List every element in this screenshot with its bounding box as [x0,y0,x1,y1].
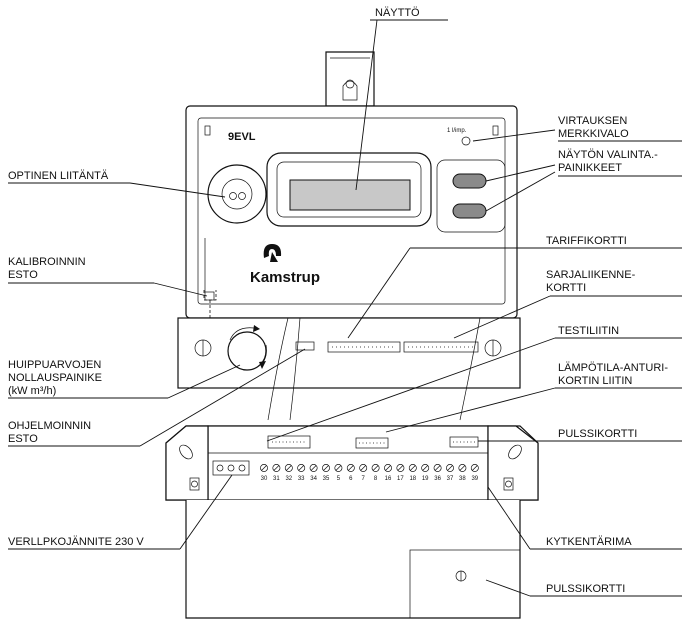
terminal-screw [470,464,479,472]
label-flow-led-line2: MERKKIVALO [558,128,629,140]
terminal-number: 39 [471,476,478,482]
terminal-screw-slot [323,465,329,471]
terminal-screw [384,464,392,472]
terminal-screw-slot [422,465,428,471]
terminal-screw [446,464,454,472]
impulse-rate-text: 1 l/imp. [447,128,467,134]
terminal-screw [458,464,467,472]
terminal-screw [371,464,380,472]
model-name: 9EVL [228,131,256,143]
label-pulse-card-lower: PULSSIKORTTI [546,583,625,595]
terminal-number: 33 [298,476,305,482]
terminal-number: 7 [362,476,366,482]
terminal-screw-slot [298,465,304,471]
label-temp-sensor-line1: LÄMPÖTILA-ANTURI- [558,362,668,374]
terminal-number: 34 [310,476,317,482]
label-optical-interface: OPTINEN LIITÄNTÄ [8,170,109,182]
terminal-screw [322,464,330,472]
label-flow-led-line1: VIRTAUKSEN [558,115,627,127]
terminal-screw-slot [348,465,354,471]
terminal-screw [433,464,442,472]
terminal-screws [260,464,479,472]
terminal-number: 5 [337,476,341,482]
terminal-number: 38 [459,476,466,482]
terminal-number: 36 [434,476,441,482]
terminal-screw-slot [434,465,441,471]
terminal-screw [346,464,355,472]
label-test-connector: TESTILIITIN [558,325,619,337]
meter-housing: 30 31 32 33 34 35 5 6 7 8 16 17 18 19 36 37 38 39 [165,51,539,619]
terminal-screw [408,464,417,472]
terminal-screw-slot [335,465,342,471]
label-tariff-card: TARIFFIKORTTI [546,235,627,247]
terminal-screw-slot [286,465,292,471]
terminal-screw [421,464,430,472]
terminal-number: 18 [409,476,416,482]
label-pulse-card-upper: PULSSIKORTTI [558,428,637,440]
label-peak-reset-line2: NOLLAUSPAINIKE [8,372,102,384]
label-serial-card-line2: KORTTI [546,282,586,294]
label-display-buttons-line1: NÄYTÖN VALINTA.- [558,149,658,161]
label-program-lock-line2: ESTO [8,433,38,445]
label-display-buttons-line2: PAINIKKEET [558,162,622,174]
terminal-number-row: 30 31 32 33 34 35 5 6 7 8 16 17 18 19 36 37 38 39 [261,476,479,482]
terminal-screw-slot [261,465,267,471]
terminal-screw [260,464,268,472]
terminal-number: 6 [349,476,353,482]
leader-lines [8,19,682,597]
terminal-screw-slot [310,465,317,471]
terminal-number: 17 [397,476,404,482]
label-calibration-lock-line1: KALIBROINNIN [8,256,86,268]
terminal-screw-slot [447,465,453,471]
terminal-screw [396,464,405,472]
label-calibration-lock-line2: ESTO [8,269,38,281]
terminal-screw-slot [273,465,280,471]
terminal-screw [309,464,318,472]
terminal-number: 16 [385,476,392,482]
label-temp-sensor-line2: KORTIN LIITIN [558,375,632,387]
terminal-number: 37 [447,476,454,482]
terminal-screw [284,464,293,472]
label-terminal-strip: KYTKENTÄRIMA [546,536,632,548]
label-mains-voltage: VERLLPKOJÄNNITE 230 V [8,536,144,548]
terminal-screw-slot [372,465,379,471]
terminal-number: 32 [285,476,292,482]
terminal-screw [272,464,281,472]
terminal-screw-slot [397,465,404,471]
terminal-number: 30 [261,476,268,482]
terminal-number: 35 [323,476,330,482]
terminal-screw-slot [360,465,366,471]
terminal-screw-slot [385,465,391,471]
terminal-screw [297,464,306,472]
terminal-screw [359,464,368,472]
terminal-screw-slot [472,465,478,471]
label-peak-reset-line1: HUIPPUARVOJEN [8,359,101,371]
label-display: NÄYTTÖ [375,7,420,19]
terminal-number: 8 [374,476,378,482]
label-serial-card-line1: SARJALIIKENNE- [546,269,636,281]
terminal-screw-slot [410,465,416,471]
terminal-screw-slot [459,465,466,471]
terminal-number: 31 [273,476,280,482]
label-program-lock-line1: OHJELMOINNIN [8,420,91,432]
label-peak-reset-line3: (kW m³/h) [8,385,56,397]
terminal-number: 19 [422,476,429,482]
terminal-screw [334,464,343,472]
brand-logo-text: Kamstrup [250,269,320,286]
